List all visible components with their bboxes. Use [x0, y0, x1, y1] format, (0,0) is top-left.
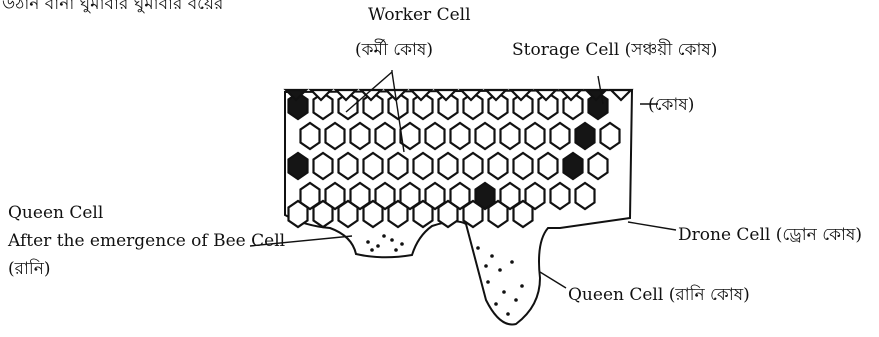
hex-cell [376, 123, 395, 149]
queen-cell-speckles [366, 234, 524, 316]
hex-cell [339, 201, 358, 227]
speckle [494, 302, 498, 306]
speckle [476, 246, 480, 250]
hex-cell [451, 123, 470, 149]
speckle [520, 284, 524, 288]
speckle [484, 264, 488, 268]
speckle [394, 248, 398, 252]
hex-cell [301, 123, 320, 149]
worker-cell-label-en: Worker Cell [368, 5, 471, 25]
hex-cell [314, 201, 333, 227]
queen-cell-right-label: Queen Cell (রানি কোষ) [568, 284, 750, 305]
queen-right-leader [540, 272, 566, 288]
hex-cell [476, 123, 495, 149]
top-cut-text: উঠান বানা ঘুমাবার ঘুমাবার বয়ের [1, 0, 224, 14]
hex-cell [414, 201, 433, 227]
hex-cell [576, 123, 595, 149]
hex-cell [526, 123, 545, 149]
speckle [382, 234, 386, 238]
drone-leader [628, 222, 676, 230]
storage-cell-label: Storage Cell (সঞ্চয়ী কোষ) [512, 39, 717, 60]
hex-cell [439, 153, 458, 179]
hex-cell [501, 123, 520, 149]
speckle [490, 254, 494, 258]
hex-cell [414, 153, 433, 179]
hex-cell [389, 201, 408, 227]
hex-cell [601, 123, 620, 149]
queen-cell-left-label-2: After the emergence of Bee Cell [7, 231, 285, 251]
hex-cell-top [611, 90, 631, 100]
worker-cell-label-bn: (কর্মী কোষ) [355, 39, 433, 60]
speckle [390, 238, 394, 242]
hex-cell [339, 153, 358, 179]
hex-cell [589, 153, 608, 179]
hex-cell [576, 183, 595, 209]
hex-cell [464, 201, 483, 227]
hex-cell [514, 153, 533, 179]
hex-cell [514, 201, 533, 227]
hex-cell [351, 123, 370, 149]
hex-cell [289, 201, 308, 227]
hex-cell [389, 153, 408, 179]
hex-cell [464, 153, 483, 179]
speckle [376, 244, 380, 248]
speckle [400, 242, 404, 246]
hex-cell [326, 123, 345, 149]
hex-cell [314, 153, 333, 179]
hex-cell [539, 153, 558, 179]
drone-cell-label: Drone Cell (ড্রোন কোষ) [678, 225, 862, 245]
comb-cells [286, 90, 631, 227]
cell-label-bn: (কোষ) [648, 95, 694, 115]
speckle [370, 248, 374, 252]
speckle [510, 260, 514, 264]
hex-cell [364, 201, 383, 227]
speckle [366, 240, 370, 244]
hex-cell [426, 123, 445, 149]
hex-cell [439, 201, 458, 227]
speckle [498, 268, 502, 272]
hex-cell [551, 123, 570, 149]
hex-cell [489, 201, 508, 227]
speckle [506, 312, 510, 316]
speckle [514, 298, 518, 302]
queen-cell-left-label-1: Queen Cell [8, 203, 103, 223]
speckle [486, 280, 490, 284]
hex-cell [551, 183, 570, 209]
hex-cell [489, 153, 508, 179]
hex-cell [364, 153, 383, 179]
hex-cell [289, 153, 308, 179]
queen-cell-left-label-3: (রানি) [8, 258, 51, 279]
speckle [502, 290, 506, 294]
hex-cell [564, 153, 583, 179]
